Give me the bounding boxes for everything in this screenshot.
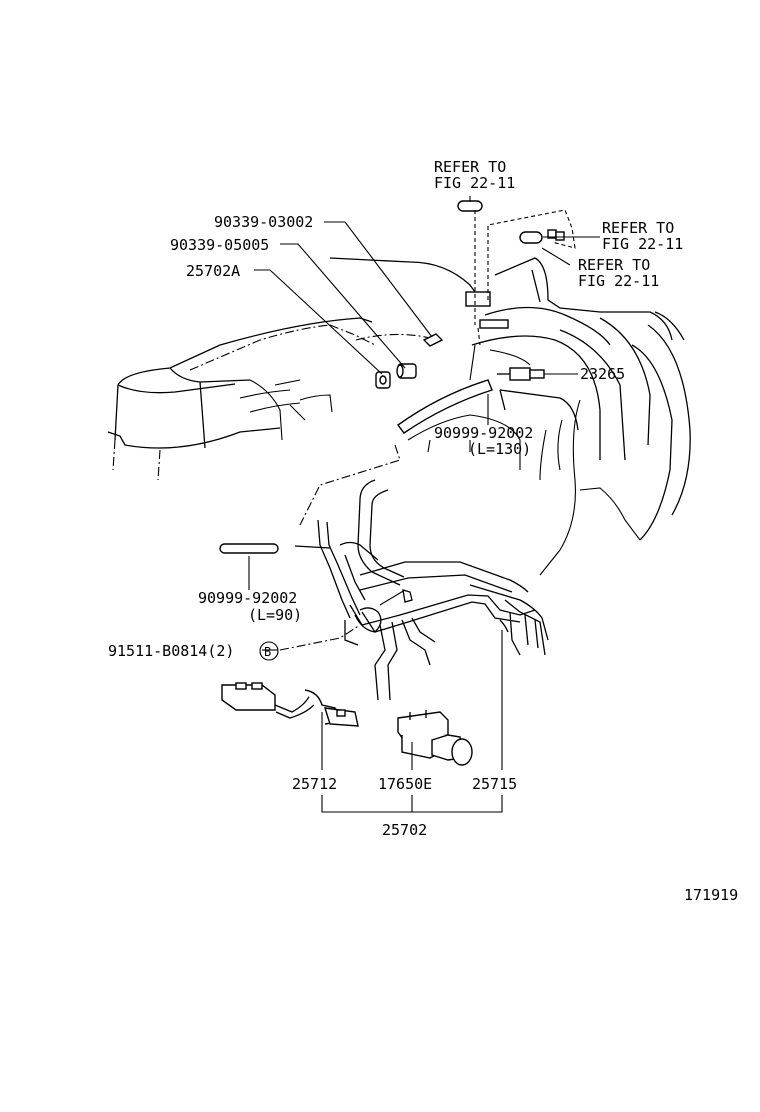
part-25702a: 25702A: [186, 262, 240, 280]
refer-top-line1: REFER TO: [434, 158, 506, 176]
part-90999-92002-b: 90999-92002: [198, 589, 297, 607]
part-l130: (L=130): [468, 440, 531, 458]
figure-number: 171919: [684, 886, 738, 904]
part-90999-92002-a: 90999-92002: [434, 424, 533, 442]
hose-l90: [219, 543, 279, 554]
connector-25712: [221, 682, 359, 727]
hoses-and-clips: [219, 200, 576, 554]
refer-right-line1: REFER TO: [602, 219, 674, 237]
part-91511-b0814: 91511-B0814(2): [108, 642, 234, 660]
part-17650e: 17650E: [378, 775, 432, 793]
refer-right-line2: FIG 22-11: [602, 235, 683, 253]
part-25715: 25715: [472, 775, 517, 793]
clip-right: [547, 229, 565, 241]
connector-upper: [465, 291, 491, 307]
vacuum-pipe-assembly: [317, 479, 549, 701]
part-90339-03002: 90339-03002: [214, 213, 313, 231]
plug-90339-05005: [396, 363, 417, 379]
connector-lower: [479, 319, 509, 329]
vsv-17650e: [397, 710, 473, 766]
refer-top-line2: FIG 22-11: [434, 174, 515, 192]
bottom-components: [221, 682, 473, 766]
cap-top: [457, 200, 483, 212]
text-labels: REFER TO FIG 22-11 REFER TO FIG 22-11 RE…: [108, 158, 738, 904]
refer-mid-line2: FIG 22-11: [578, 272, 659, 290]
part-l90: (L=90): [248, 606, 302, 624]
part-25712: 25712: [292, 775, 337, 793]
callout-b-letter: B: [264, 645, 271, 659]
engine-outline: [107, 257, 691, 576]
part-90339-05005: 90339-05005: [170, 236, 269, 254]
part-25702: 25702: [382, 821, 427, 839]
refer-mid-line1: REFER TO: [578, 256, 650, 274]
cap-right: [519, 231, 543, 244]
plug-90339-03002: [422, 333, 444, 347]
part-23265: 23265: [580, 365, 625, 383]
clip-25702a: [375, 371, 391, 389]
leader-lines: [248, 196, 600, 813]
fitting-23265: [497, 367, 545, 381]
hose-l130: [397, 379, 493, 434]
callout-b-circle: [259, 641, 279, 661]
